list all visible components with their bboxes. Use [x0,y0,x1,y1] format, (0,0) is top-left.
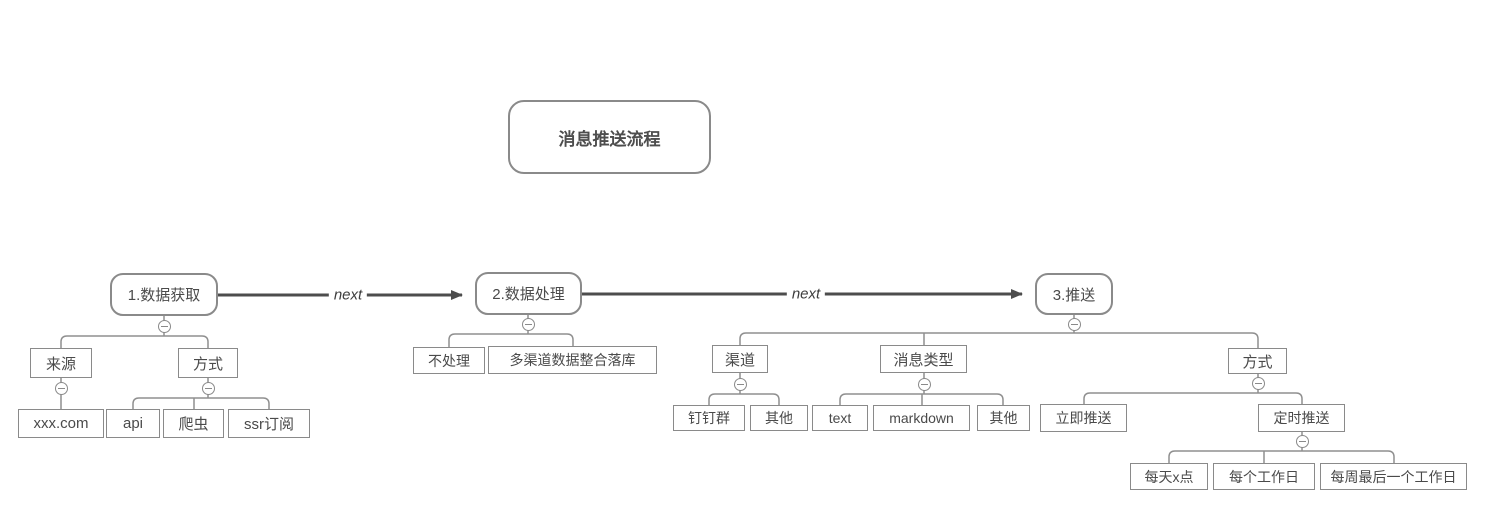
node-daily-at-x[interactable]: 每天x点 [1130,463,1208,490]
edge-label-next-1[interactable]: next [328,286,368,304]
node-message-type[interactable]: 消息类型 [880,345,967,373]
node-msgtype-other[interactable]: 其他 [977,405,1030,431]
collapse-toggle-method1-icon[interactable] [202,382,215,395]
node-stage3-push[interactable]: 3.推送 [1035,273,1113,315]
collapse-toggle-msgtype-icon[interactable] [918,378,931,391]
tree-wires [60,315,1395,463]
node-ssr-subscription[interactable]: ssr订阅 [228,409,310,438]
collapse-toggle-method2-icon[interactable] [1252,377,1265,390]
node-stage1-data-acquisition[interactable]: 1.数据获取 [110,273,218,316]
collapse-toggle-stage1-icon[interactable] [158,320,171,333]
node-scheduled-push[interactable]: 定时推送 [1258,404,1345,432]
collapse-toggle-channel-icon[interactable] [734,378,747,391]
node-source[interactable]: 来源 [30,348,92,378]
edge-label-next-2[interactable]: next [786,285,826,303]
node-dingtalk-group[interactable]: 钉钉群 [673,405,745,431]
node-channel-other[interactable]: 其他 [750,405,808,431]
node-crawler[interactable]: 爬虫 [163,409,224,438]
node-every-workday[interactable]: 每个工作日 [1213,463,1315,490]
collapse-toggle-stage2-icon[interactable] [522,318,535,331]
node-api[interactable]: api [106,409,160,438]
node-markdown[interactable]: markdown [873,405,970,431]
node-last-workday-of-week[interactable]: 每周最后一个工作日 [1320,463,1467,490]
node-no-processing[interactable]: 不处理 [413,347,485,374]
node-multichannel-integration[interactable]: 多渠道数据整合落库 [488,346,657,374]
node-method-1[interactable]: 方式 [178,348,238,378]
node-method-2[interactable]: 方式 [1228,348,1287,374]
node-xxx-com[interactable]: xxx.com [18,409,104,438]
collapse-toggle-source-icon[interactable] [55,382,68,395]
diagram-title[interactable]: 消息推送流程 [508,100,711,174]
node-channel[interactable]: 渠道 [712,345,768,373]
collapse-toggle-stage3-icon[interactable] [1068,318,1081,331]
node-text[interactable]: text [812,405,868,431]
node-push-immediately[interactable]: 立即推送 [1040,404,1127,432]
collapse-toggle-scheduled-icon[interactable] [1296,435,1309,448]
node-stage2-data-processing[interactable]: 2.数据处理 [475,272,582,315]
